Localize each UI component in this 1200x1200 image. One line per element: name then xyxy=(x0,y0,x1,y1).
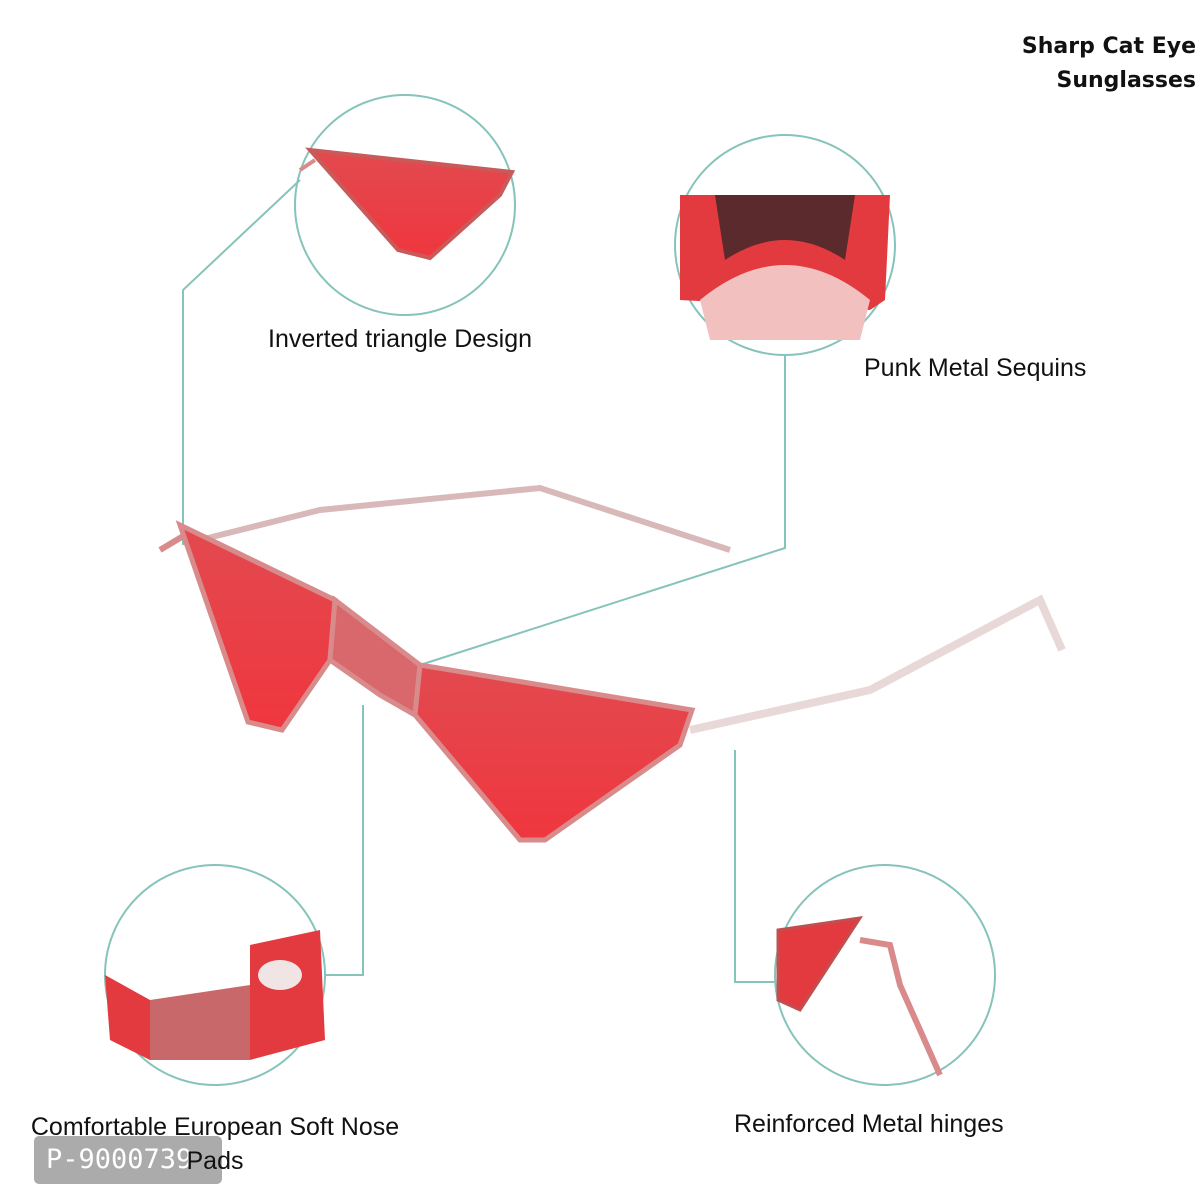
product-title: Sharp Cat Eye Sunglasses xyxy=(1022,30,1196,98)
nose-pad-detail xyxy=(105,930,325,1060)
triangle-detail xyxy=(298,147,516,261)
callout-lines xyxy=(104,94,996,1086)
label-inverted-triangle: Inverted triangle Design xyxy=(268,325,533,353)
callout-circle-hinges xyxy=(774,864,996,1086)
label-metal-hinges: Reinforced Metal hinges xyxy=(734,1110,1004,1138)
sequins-detail xyxy=(680,195,890,340)
callout-circle-triangle xyxy=(294,94,516,316)
sunglasses xyxy=(158,484,1066,843)
watermark-badge: P-9000739 xyxy=(34,1136,222,1184)
label-punk-metal-sequins: Punk Metal Sequins xyxy=(864,354,1087,382)
title-line-2: Sunglasses xyxy=(1056,68,1196,93)
label-nose-pads: Comfortable European Soft Nose Pads xyxy=(30,1113,400,1175)
hinge-detail xyxy=(776,916,943,1077)
title-line-1: Sharp Cat Eye xyxy=(1021,34,1196,59)
